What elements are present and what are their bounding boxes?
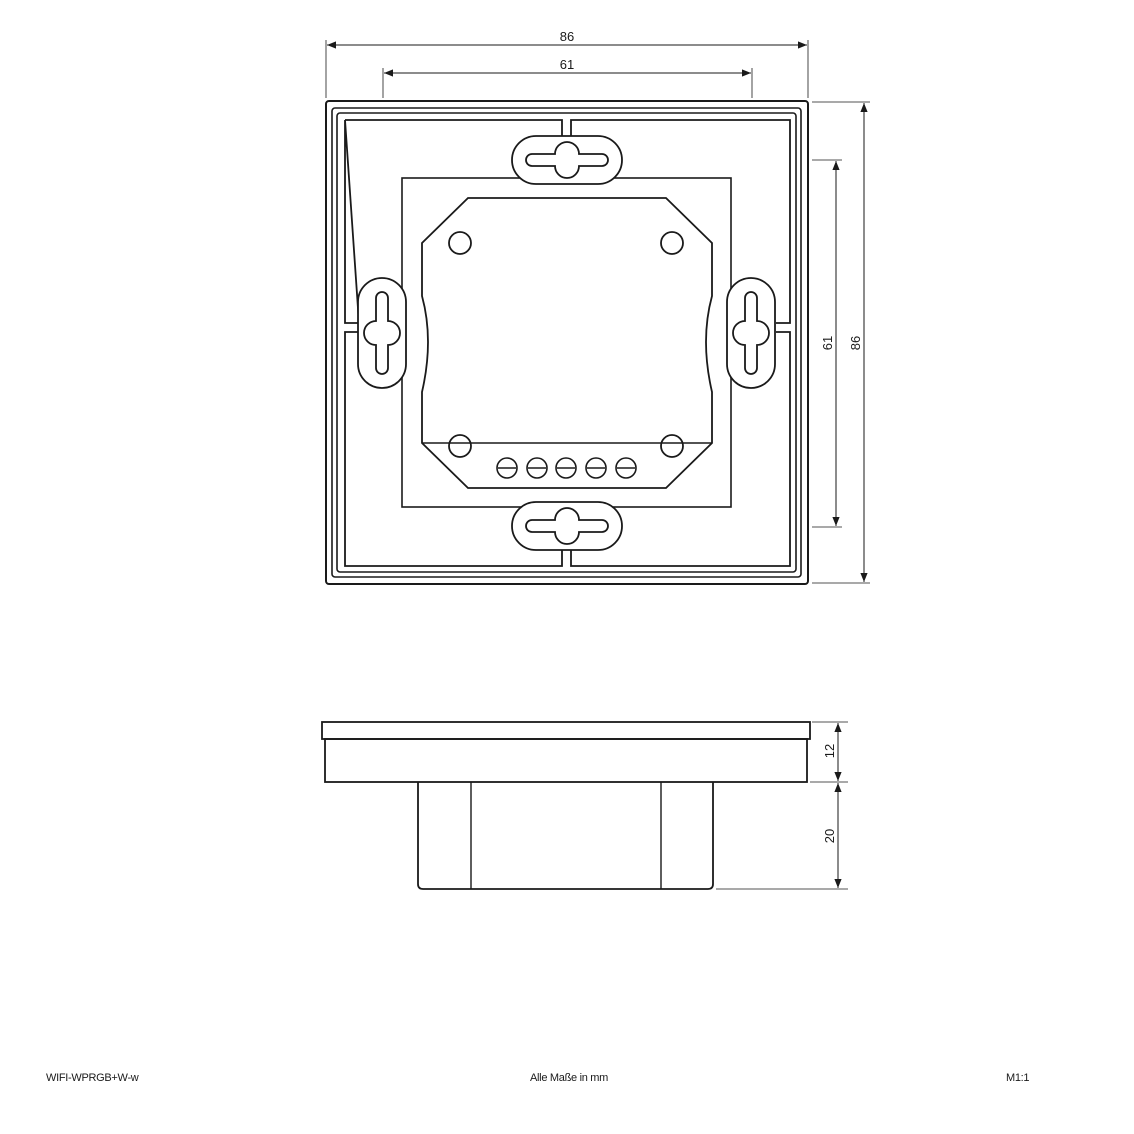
dim-label-height-inner: 61 (820, 336, 835, 350)
dim-label-width-inner: 61 (560, 57, 574, 72)
scale-label: M1:1 (1006, 1072, 1030, 1084)
frame-outer (325, 100, 809, 585)
frame-line-2 (331, 107, 802, 578)
screw-hole-icon (660, 231, 684, 255)
plate-outline (344, 119, 791, 567)
module-body (421, 197, 713, 489)
screw-hole-icon (660, 434, 684, 458)
frame-line-3 (336, 112, 797, 573)
keyhole-slot-bottom (511, 501, 623, 551)
screw-hole-icon (448, 231, 472, 255)
dim-label-box-depth: 20 (822, 829, 837, 843)
screw-hole-icon (448, 434, 472, 458)
module-box (417, 782, 714, 890)
frame-body (324, 738, 808, 783)
cover-plate (321, 721, 811, 740)
keyhole-slot-left (357, 277, 407, 389)
keyhole-slot-top (511, 135, 623, 185)
units-note: Alle Maße in mm (530, 1072, 609, 1084)
dim-label-width-outer: 86 (560, 29, 574, 44)
dim-label-frame-depth: 12 (822, 744, 837, 758)
dim-label-height-outer: 86 (848, 336, 863, 350)
product-code: WIFI-WPRGB+W-w (46, 1072, 139, 1084)
terminal-block (496, 457, 637, 479)
front-view (325, 40, 870, 585)
side-view (321, 721, 848, 890)
keyhole-slot-right (726, 277, 776, 389)
